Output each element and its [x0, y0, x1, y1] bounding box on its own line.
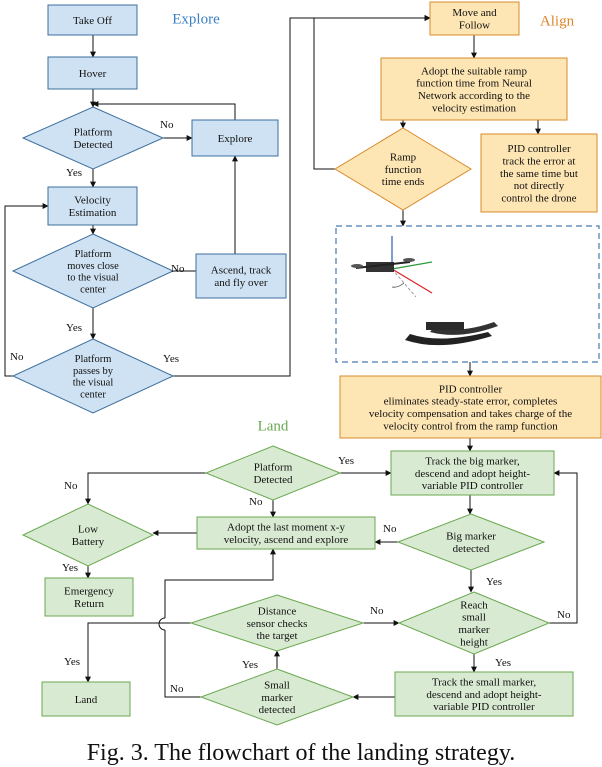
- land-platform-detected-diamond: [204, 445, 342, 501]
- velocity-estimation-box: [47, 186, 138, 226]
- ramp-ends-diamond: [334, 127, 472, 211]
- edge-distance-land: [85, 622, 191, 683]
- reach-small-diamond: [397, 591, 551, 655]
- small-detected-diamond: [199, 668, 355, 726]
- explore-section-label: Explore: [172, 11, 220, 27]
- explore-box-text: Explore: [218, 133, 253, 145]
- ascend-track-box: [195, 253, 287, 299]
- land-section-label: Land: [258, 418, 289, 434]
- label-yes-align: Yes: [163, 353, 179, 365]
- track-big-box: [390, 450, 555, 496]
- passes-by-diamond: [11, 338, 175, 414]
- track-small-box-text: Track the small marker,descend and adopt…: [426, 677, 541, 714]
- take-off-box-text: Take Off: [73, 15, 112, 27]
- label-yes-passes: Yes: [66, 322, 82, 334]
- align-section-label: Align: [540, 13, 575, 29]
- label-yes-tracksmall: Yes: [495, 657, 511, 669]
- platform-float-1: [405, 332, 492, 346]
- emergency-box: [44, 577, 134, 617]
- land-box: [41, 681, 131, 717]
- drone-propeller-right: [403, 258, 415, 262]
- y-axis-line: [391, 261, 433, 270]
- figure-caption: Fig. 3. The flowchart of the landing str…: [86, 740, 516, 766]
- label-no-lowbat: No: [64, 480, 78, 492]
- label-no-adopt: No: [249, 496, 263, 508]
- track-big-box-text: Track the big marker,descend and adopt h…: [415, 456, 530, 493]
- distance-sensor-diamond: [189, 594, 365, 652]
- land-box-text: Land: [75, 694, 98, 706]
- label-no-loop: No: [10, 351, 24, 363]
- hover-box-text: Hover: [79, 68, 107, 80]
- platform-float-2: [430, 322, 498, 335]
- edge-passes-loop: [4, 203, 49, 377]
- flow-edges: [4, 15, 578, 700]
- label-no-smalldet: No: [170, 683, 184, 695]
- edge-explore-return: [92, 101, 236, 120]
- track-small-box: [394, 671, 574, 717]
- adopt-last-box: [196, 516, 376, 550]
- label-yes-trackbig: Yes: [338, 455, 354, 467]
- pid-eliminate-box: [339, 375, 602, 439]
- pid-track-box: [480, 133, 598, 213]
- label-no-ascend: No: [171, 263, 185, 275]
- edge-detected-lowbat: [85, 472, 206, 505]
- platform-detected-diamond: [21, 106, 165, 170]
- drone-arm: [355, 261, 411, 269]
- label-yes-reach: Yes: [486, 576, 502, 588]
- ramp-time-box: [380, 57, 568, 121]
- drone-body: [366, 262, 394, 272]
- explore-box: [191, 119, 279, 157]
- x-axis-line: [391, 268, 433, 294]
- label-no-bigdet: No: [383, 523, 397, 535]
- edge-smalldet-adopt: [164, 630, 201, 698]
- label-yes-emergency: Yes: [62, 562, 78, 574]
- drone-propeller-left: [351, 264, 363, 268]
- pitch-angle-arc: [391, 282, 405, 288]
- drone-illustration: [335, 225, 600, 363]
- take-off-box: [47, 4, 138, 36]
- label-yes-velocity: Yes: [66, 167, 82, 179]
- flow-shapes: [11, 1, 602, 726]
- label-no-reach: No: [557, 609, 571, 621]
- edge-crossover-hop: [158, 617, 166, 631]
- label-no-reach-distance: No: [370, 605, 384, 617]
- edge-smalldet-adopt-up: [164, 548, 276, 618]
- label-no-explore: No: [160, 119, 174, 131]
- edge-ends-loop: [313, 15, 431, 170]
- label-yes-land: Yes: [64, 656, 80, 668]
- big-detected-diamond: [396, 513, 546, 571]
- pitch-reference-line: [391, 268, 417, 298]
- move-follow-box: [429, 1, 520, 36]
- hover-box: [47, 56, 138, 90]
- moves-close-diamond: [11, 233, 175, 309]
- platform-deck: [426, 322, 464, 330]
- edge-reach-loop: [549, 470, 578, 624]
- low-battery-diamond: [21, 503, 155, 567]
- label-yes-distance: Yes: [242, 659, 258, 671]
